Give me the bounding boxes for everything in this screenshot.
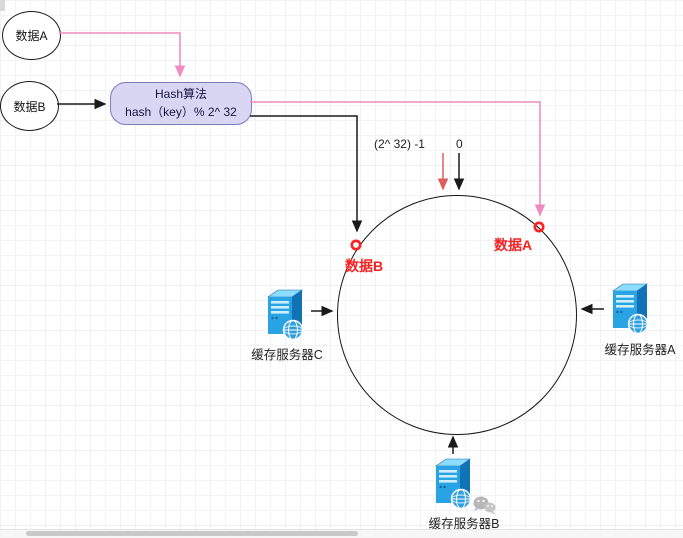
- ring-point-data-b-label: 数据B: [345, 258, 384, 274]
- node-data-a: 数据A: [2, 11, 61, 60]
- hash-box-formula: hash（key）% 2^ 32: [125, 104, 237, 119]
- server-icon-a: [612, 283, 649, 335]
- node-data-b: 数据B: [0, 81, 59, 131]
- ring-zero-label: 0: [456, 137, 463, 151]
- node-data-b-label: 数据B: [13, 99, 46, 114]
- wechat-watermark-icon: [473, 496, 496, 515]
- hash-algorithm-box: Hash算法 hash（key）% 2^ 32: [110, 82, 252, 125]
- arrow-hash-to-ring-point-b: [250, 115, 363, 233]
- server-c-label: 缓存服务器C: [251, 348, 323, 362]
- server-b-label: 缓存服务器B: [428, 517, 500, 531]
- hash-ring-circle: [337, 195, 577, 435]
- horizontal-scrollbar[interactable]: [0, 529, 683, 538]
- server-icon-b: [435, 458, 472, 510]
- node-data-a-label: 数据A: [15, 29, 48, 43]
- hash-box-title: Hash算法: [154, 87, 207, 102]
- canvas-corner-notch: [0, 0, 5, 11]
- arrow-data-a-to-hash: [59, 32, 186, 78]
- arrow-hash-to-ring-point-a: [250, 101, 546, 217]
- server-icon-c: [267, 289, 304, 341]
- horizontal-scrollbar-thumb[interactable]: [26, 531, 358, 536]
- ring-point-data-a-label: 数据A: [494, 237, 533, 253]
- server-a-label: 缓存服务器A: [604, 343, 676, 357]
- ring-max-label: (2^ 32) -1: [374, 137, 425, 151]
